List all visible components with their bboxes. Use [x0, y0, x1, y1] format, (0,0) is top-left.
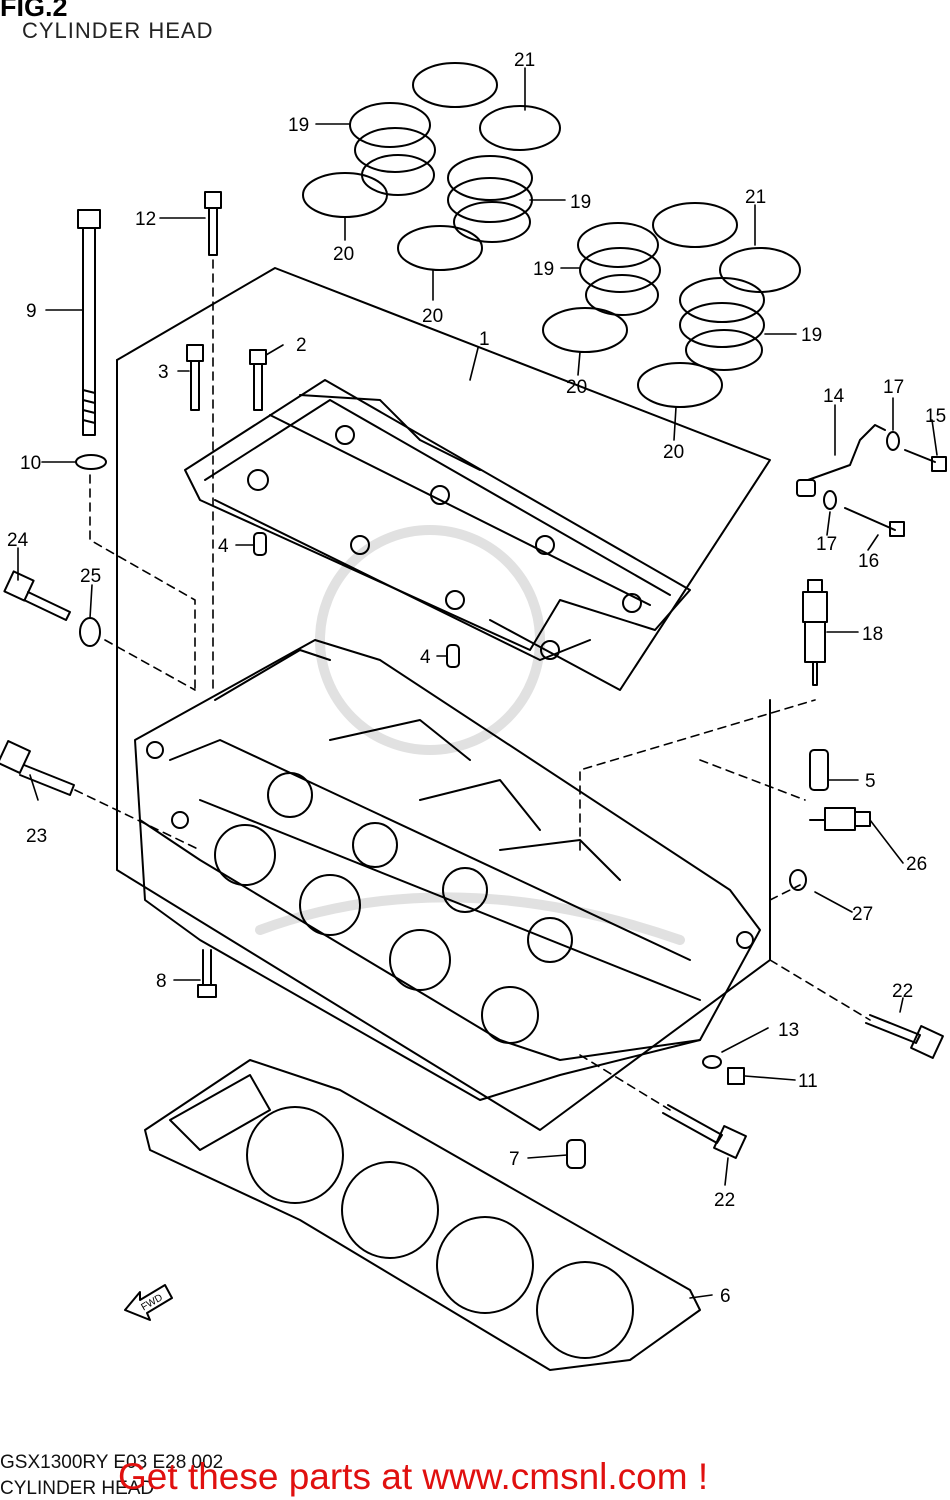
clamp-part-20-d — [637, 362, 723, 408]
callout-18: 18 — [862, 624, 883, 645]
callout-20-d: 20 — [663, 442, 684, 463]
clamp-part-20-c — [542, 307, 628, 353]
frame-cover-group — [116, 267, 771, 691]
callout-26: 26 — [906, 854, 927, 875]
spark-plug-part-18 — [802, 579, 828, 686]
callout-19-d: 19 — [801, 325, 822, 346]
bolt-part-12 — [204, 191, 222, 256]
callout-14: 14 — [823, 386, 845, 407]
bolt-part-23 — [0, 740, 75, 796]
callout-21-b: 21 — [745, 187, 766, 208]
callout-21-a: 21 — [514, 50, 535, 71]
callout-4-upper: 4 — [218, 536, 229, 557]
callout-20-c: 20 — [566, 377, 587, 398]
diagram-subtitle: CYLINDER HEAD — [22, 18, 214, 43]
bolt-part-8 — [197, 949, 217, 998]
callout-25: 25 — [80, 566, 101, 587]
callout-9: 9 — [26, 301, 37, 322]
bolt-part-24 — [3, 570, 71, 621]
clamp-part-21-c — [652, 202, 738, 248]
callout-17-lower: 17 — [816, 534, 837, 555]
bolt-part-16 — [844, 507, 905, 537]
callout-19-c: 19 — [533, 259, 554, 280]
callout-16: 16 — [858, 551, 879, 572]
cylinder-head-block — [134, 639, 761, 1101]
promo-link[interactable]: Get these parts at www.cmsnl.com ! — [118, 1456, 709, 1497]
callout-27: 27 — [852, 904, 873, 925]
bolt-part-22-lower — [662, 1104, 747, 1159]
forward-arrow-icon — [124, 1284, 173, 1321]
callout-22-right: 22 — [892, 981, 913, 1002]
washer-part-17-lower — [823, 490, 837, 510]
long-bolt-part-9 — [77, 209, 101, 436]
washer-part-10 — [75, 454, 107, 470]
model-code: GSX1300RY E03 E28 002 — [0, 1452, 224, 1473]
washer-part-17-upper — [886, 431, 900, 451]
dowel-pin-part-4-lower — [446, 644, 460, 668]
callout-7: 7 — [509, 1149, 520, 1170]
figure-number: FIG.2 — [0, 0, 68, 22]
intake-hose-part-19-c — [577, 222, 661, 316]
watermark — [255, 525, 685, 945]
clamp-part-20-b — [397, 225, 483, 271]
callout-17-upper: 17 — [883, 377, 904, 398]
callout-3: 3 — [158, 362, 169, 383]
footer-diagram-name: CYLINDER HEAD — [0, 1478, 155, 1499]
callout-2: 2 — [296, 335, 307, 356]
clamp-part-21-b — [479, 105, 561, 151]
callout-1: 1 — [479, 329, 490, 350]
sensor-part-5 — [809, 749, 829, 791]
washer-part-25 — [79, 617, 101, 647]
pipe-part-14 — [796, 424, 886, 497]
callout-15: 15 — [925, 406, 946, 427]
callout-19-a: 19 — [288, 115, 309, 136]
callout-numbers: 1 2 3 4 4 5 6 7 8 9 10 11 12 13 14 15 16… — [7, 50, 946, 1313]
callout-12: 12 — [135, 209, 156, 230]
dowel-pin-part-4-upper — [253, 532, 267, 556]
bolt-part-2 — [249, 349, 267, 411]
callout-8: 8 — [156, 971, 167, 992]
callout-19-b: 19 — [570, 192, 591, 213]
clamp-part-21-a — [412, 62, 498, 108]
callout-4-lower: 4 — [420, 647, 431, 668]
callout-6: 6 — [720, 1286, 731, 1307]
callout-22-lower: 22 — [714, 1190, 735, 1211]
callout-23: 23 — [26, 826, 47, 847]
bolt-part-22-right — [865, 1014, 944, 1059]
clamp-part-20-a — [302, 172, 388, 218]
leader-lines — [17, 67, 938, 1299]
head-gasket-part-6 — [144, 1059, 701, 1371]
callout-11: 11 — [798, 1071, 818, 1092]
callout-20-b: 20 — [422, 306, 443, 327]
bolt-part-11 — [727, 1067, 745, 1085]
callout-5: 5 — [865, 771, 876, 792]
callout-20-a: 20 — [333, 244, 354, 265]
sensor-part-26 — [809, 807, 871, 831]
intake-hose-part-19-a — [349, 102, 436, 196]
bolt-part-3 — [186, 344, 204, 411]
clamp-part-21-d — [719, 247, 801, 293]
callout-10: 10 — [20, 453, 41, 474]
dowel-pin-part-7 — [566, 1139, 586, 1169]
gasket-part-27 — [789, 869, 807, 891]
camshaft-cover-part-1 — [184, 379, 691, 661]
callout-24: 24 — [7, 530, 29, 551]
callout-13: 13 — [778, 1020, 799, 1041]
frame-cover-left — [116, 359, 771, 1131]
bolt-part-15 — [904, 449, 947, 472]
washer-part-13 — [702, 1055, 722, 1069]
